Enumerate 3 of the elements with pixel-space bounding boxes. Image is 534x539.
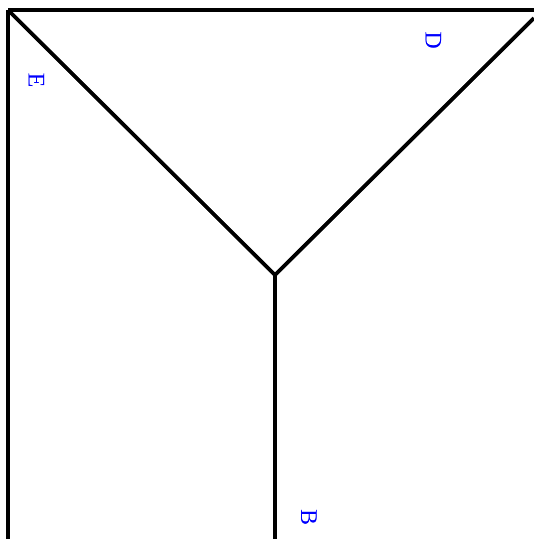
vertex-label: E [22, 72, 47, 88]
vertex-label: B [296, 509, 320, 525]
vertex-label: D [420, 31, 444, 49]
